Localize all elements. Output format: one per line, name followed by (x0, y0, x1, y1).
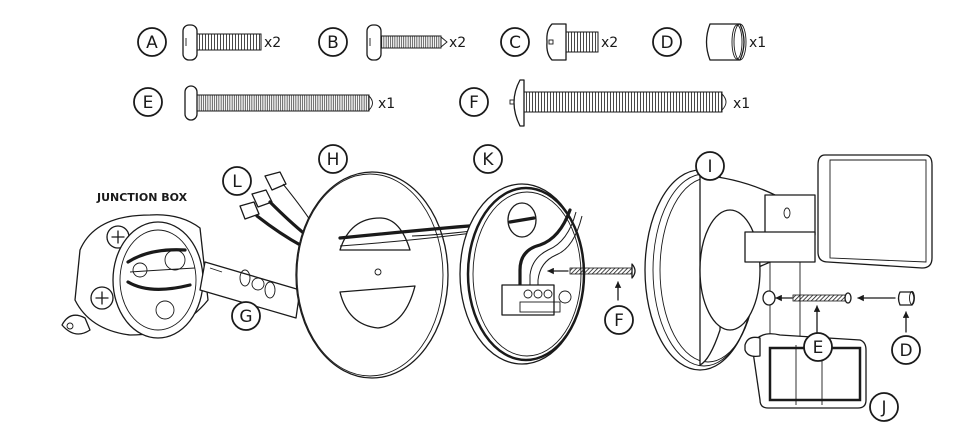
part-a: A x2 (137, 24, 281, 61)
junction-box-label: JUNCTION BOX (96, 191, 188, 204)
part-d: D x1 (652, 23, 766, 61)
callout-d: D (891, 335, 921, 365)
screw-e-installed-icon (762, 290, 896, 336)
callout-l: L (222, 166, 252, 196)
qty-e: x1 (378, 96, 395, 112)
callout-d-label: D (899, 341, 912, 361)
qty-f: x1 (733, 96, 750, 112)
callout-i: I (695, 151, 725, 181)
callout-h: H (318, 144, 348, 174)
badge-b: B (318, 27, 348, 57)
callout-g-label: G (239, 307, 252, 327)
part-b: B x2 (318, 24, 466, 61)
part-f: F x1 (459, 79, 750, 127)
callout-j: J (869, 392, 899, 422)
gasket-plate-icon (295, 171, 482, 379)
badge-d-label: D (660, 33, 673, 53)
badge-b-label: B (327, 33, 339, 53)
callout-f-label: F (614, 311, 624, 331)
back-plate-icon (459, 183, 586, 365)
callout-e-label: E (813, 338, 824, 358)
callout-j-label: J (880, 398, 886, 418)
part-e: E x1 (133, 85, 395, 121)
badge-c-label: C (509, 33, 521, 53)
qty-c: x2 (601, 35, 618, 51)
screw-f-icon (509, 79, 727, 127)
light-fixture-icon (644, 154, 933, 371)
screw-f-installed-icon (547, 263, 636, 301)
part-c: C x2 (500, 23, 618, 61)
badge-e: E (133, 87, 163, 117)
callout-k-label: K (482, 150, 494, 170)
callout-l-label: L (232, 172, 242, 192)
callout-g: G (231, 301, 261, 331)
screw-b-icon (366, 24, 448, 61)
qty-b: x2 (449, 35, 466, 51)
screw-a-icon (182, 24, 262, 61)
callout-k: K (473, 144, 503, 174)
callout-f: F (604, 305, 634, 335)
qty-a: x2 (264, 35, 281, 51)
badge-a-label: A (146, 33, 158, 53)
cap-d-installed-icon (897, 291, 915, 333)
junction-box-icon (61, 214, 209, 339)
callout-i-label: I (707, 157, 712, 177)
callout-e: E (803, 332, 833, 362)
badge-a: A (137, 27, 167, 57)
qty-d: x1 (749, 35, 766, 51)
wire-nuts-icon (239, 171, 311, 248)
badge-d: D (652, 27, 682, 57)
callout-h-label: H (327, 150, 340, 170)
mounting-strap-icon (199, 261, 301, 319)
screw-e-icon (184, 85, 373, 121)
badge-f-label: F (469, 93, 479, 113)
screw-c-icon (546, 23, 599, 61)
badge-f: F (459, 87, 489, 117)
cap-d-icon (705, 23, 747, 61)
badge-e-label: E (143, 93, 154, 113)
badge-c: C (500, 27, 530, 57)
